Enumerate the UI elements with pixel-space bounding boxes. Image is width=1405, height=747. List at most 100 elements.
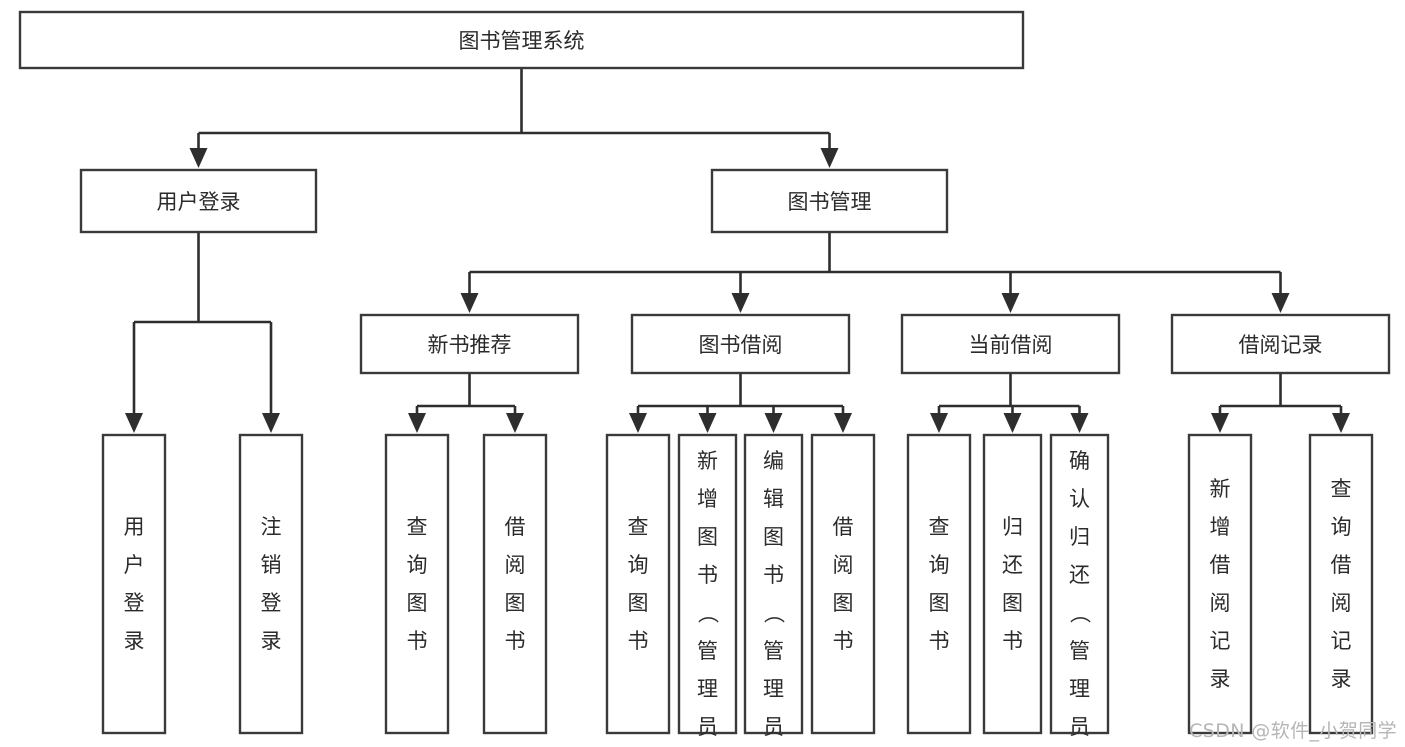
- level2-box[interactable]: [710, 168, 949, 234]
- leaf-box[interactable]: [101, 433, 167, 735]
- leaf-box[interactable]: [238, 433, 304, 735]
- svg-text:录: 录: [1331, 667, 1352, 691]
- svg-text:员: 员: [697, 715, 718, 739]
- arrow-head-icon: [930, 413, 948, 433]
- svg-text:图: 图: [407, 591, 428, 615]
- svg-text:还: 还: [1069, 563, 1090, 587]
- node-layer: 图书管理系统用户登录图书管理新书推荐图书借阅当前借阅借阅记录用户登录注销登录查询…: [18, 10, 1391, 747]
- arrow-head-icon: [834, 413, 852, 433]
- svg-text:书: 书: [1002, 629, 1023, 653]
- leaf-node[interactable]: 用户登录: [101, 433, 167, 735]
- svg-text:借: 借: [833, 515, 854, 539]
- level2-node[interactable]: 图书管理: [710, 168, 949, 234]
- svg-text:书: 书: [628, 629, 649, 653]
- arrow-head-icon: [1001, 293, 1020, 313]
- svg-text:图: 图: [505, 591, 526, 615]
- level3-box[interactable]: [359, 313, 580, 375]
- leaf-box[interactable]: [677, 433, 738, 735]
- level2-box[interactable]: [79, 168, 318, 234]
- svg-text:书: 书: [929, 629, 950, 653]
- level3-box[interactable]: [630, 313, 851, 375]
- root-label: 图书管理系统: [459, 29, 585, 53]
- leaf-box[interactable]: [1308, 433, 1374, 735]
- leaf-box[interactable]: [1049, 433, 1110, 735]
- svg-text:阅: 阅: [505, 553, 526, 577]
- svg-text:询: 询: [929, 553, 950, 577]
- svg-text:登: 登: [261, 591, 282, 615]
- svg-text:图: 图: [628, 591, 649, 615]
- svg-text:员: 员: [763, 715, 784, 739]
- svg-text:归: 归: [1002, 515, 1023, 539]
- svg-text:理: 理: [697, 677, 718, 701]
- svg-text:查: 查: [1331, 477, 1352, 501]
- leaf-box[interactable]: [605, 433, 671, 735]
- level3-node[interactable]: 借阅记录: [1170, 313, 1391, 375]
- svg-text:管: 管: [1069, 639, 1090, 663]
- arrow-head-icon: [408, 413, 426, 433]
- svg-text:（: （: [696, 603, 720, 624]
- svg-text:图: 图: [763, 525, 784, 549]
- svg-text:询: 询: [628, 553, 649, 577]
- leaf-box[interactable]: [1187, 433, 1253, 735]
- svg-text:查: 查: [929, 515, 950, 539]
- level3-node[interactable]: 新书推荐: [359, 313, 580, 375]
- svg-text:认: 认: [1069, 487, 1090, 511]
- root-box[interactable]: [18, 10, 1025, 70]
- level3-label: 新书推荐: [428, 333, 512, 357]
- leaf-box[interactable]: [384, 433, 450, 735]
- arrow-head-icon: [1332, 413, 1350, 433]
- svg-text:书: 书: [407, 629, 428, 653]
- svg-text:理: 理: [763, 677, 784, 701]
- level3-node[interactable]: 图书借阅: [630, 313, 851, 375]
- leaf-box[interactable]: [810, 433, 876, 735]
- svg-text:员: 员: [1069, 715, 1090, 739]
- svg-text:借: 借: [1331, 553, 1352, 577]
- svg-text:图: 图: [929, 591, 950, 615]
- svg-text:阅: 阅: [1331, 591, 1352, 615]
- svg-text:查: 查: [628, 515, 649, 539]
- level3-box[interactable]: [900, 313, 1121, 375]
- level3-label: 图书借阅: [699, 333, 783, 357]
- svg-text:图: 图: [833, 591, 854, 615]
- leaf-box[interactable]: [482, 433, 548, 735]
- level2-node[interactable]: 用户登录: [79, 168, 318, 234]
- svg-text:录: 录: [261, 629, 282, 653]
- connector-layer: [125, 68, 1350, 433]
- leaf-box[interactable]: [743, 433, 804, 735]
- root-node[interactable]: 图书管理系统: [18, 10, 1025, 70]
- svg-text:注: 注: [261, 515, 282, 539]
- svg-text:询: 询: [1331, 515, 1352, 539]
- arrow-head-icon: [460, 293, 479, 313]
- level3-label: 当前借阅: [969, 333, 1053, 357]
- leaf-box[interactable]: [906, 433, 972, 735]
- level3-box[interactable]: [1170, 313, 1391, 375]
- svg-text:书: 书: [505, 629, 526, 653]
- svg-text:借: 借: [1210, 553, 1231, 577]
- arrow-head-icon: [1271, 293, 1290, 313]
- arrow-head-icon: [506, 413, 524, 433]
- level3-node[interactable]: 当前借阅: [900, 313, 1121, 375]
- leaf-box[interactable]: [982, 433, 1043, 735]
- leaf-label: 用户登录: [124, 515, 145, 653]
